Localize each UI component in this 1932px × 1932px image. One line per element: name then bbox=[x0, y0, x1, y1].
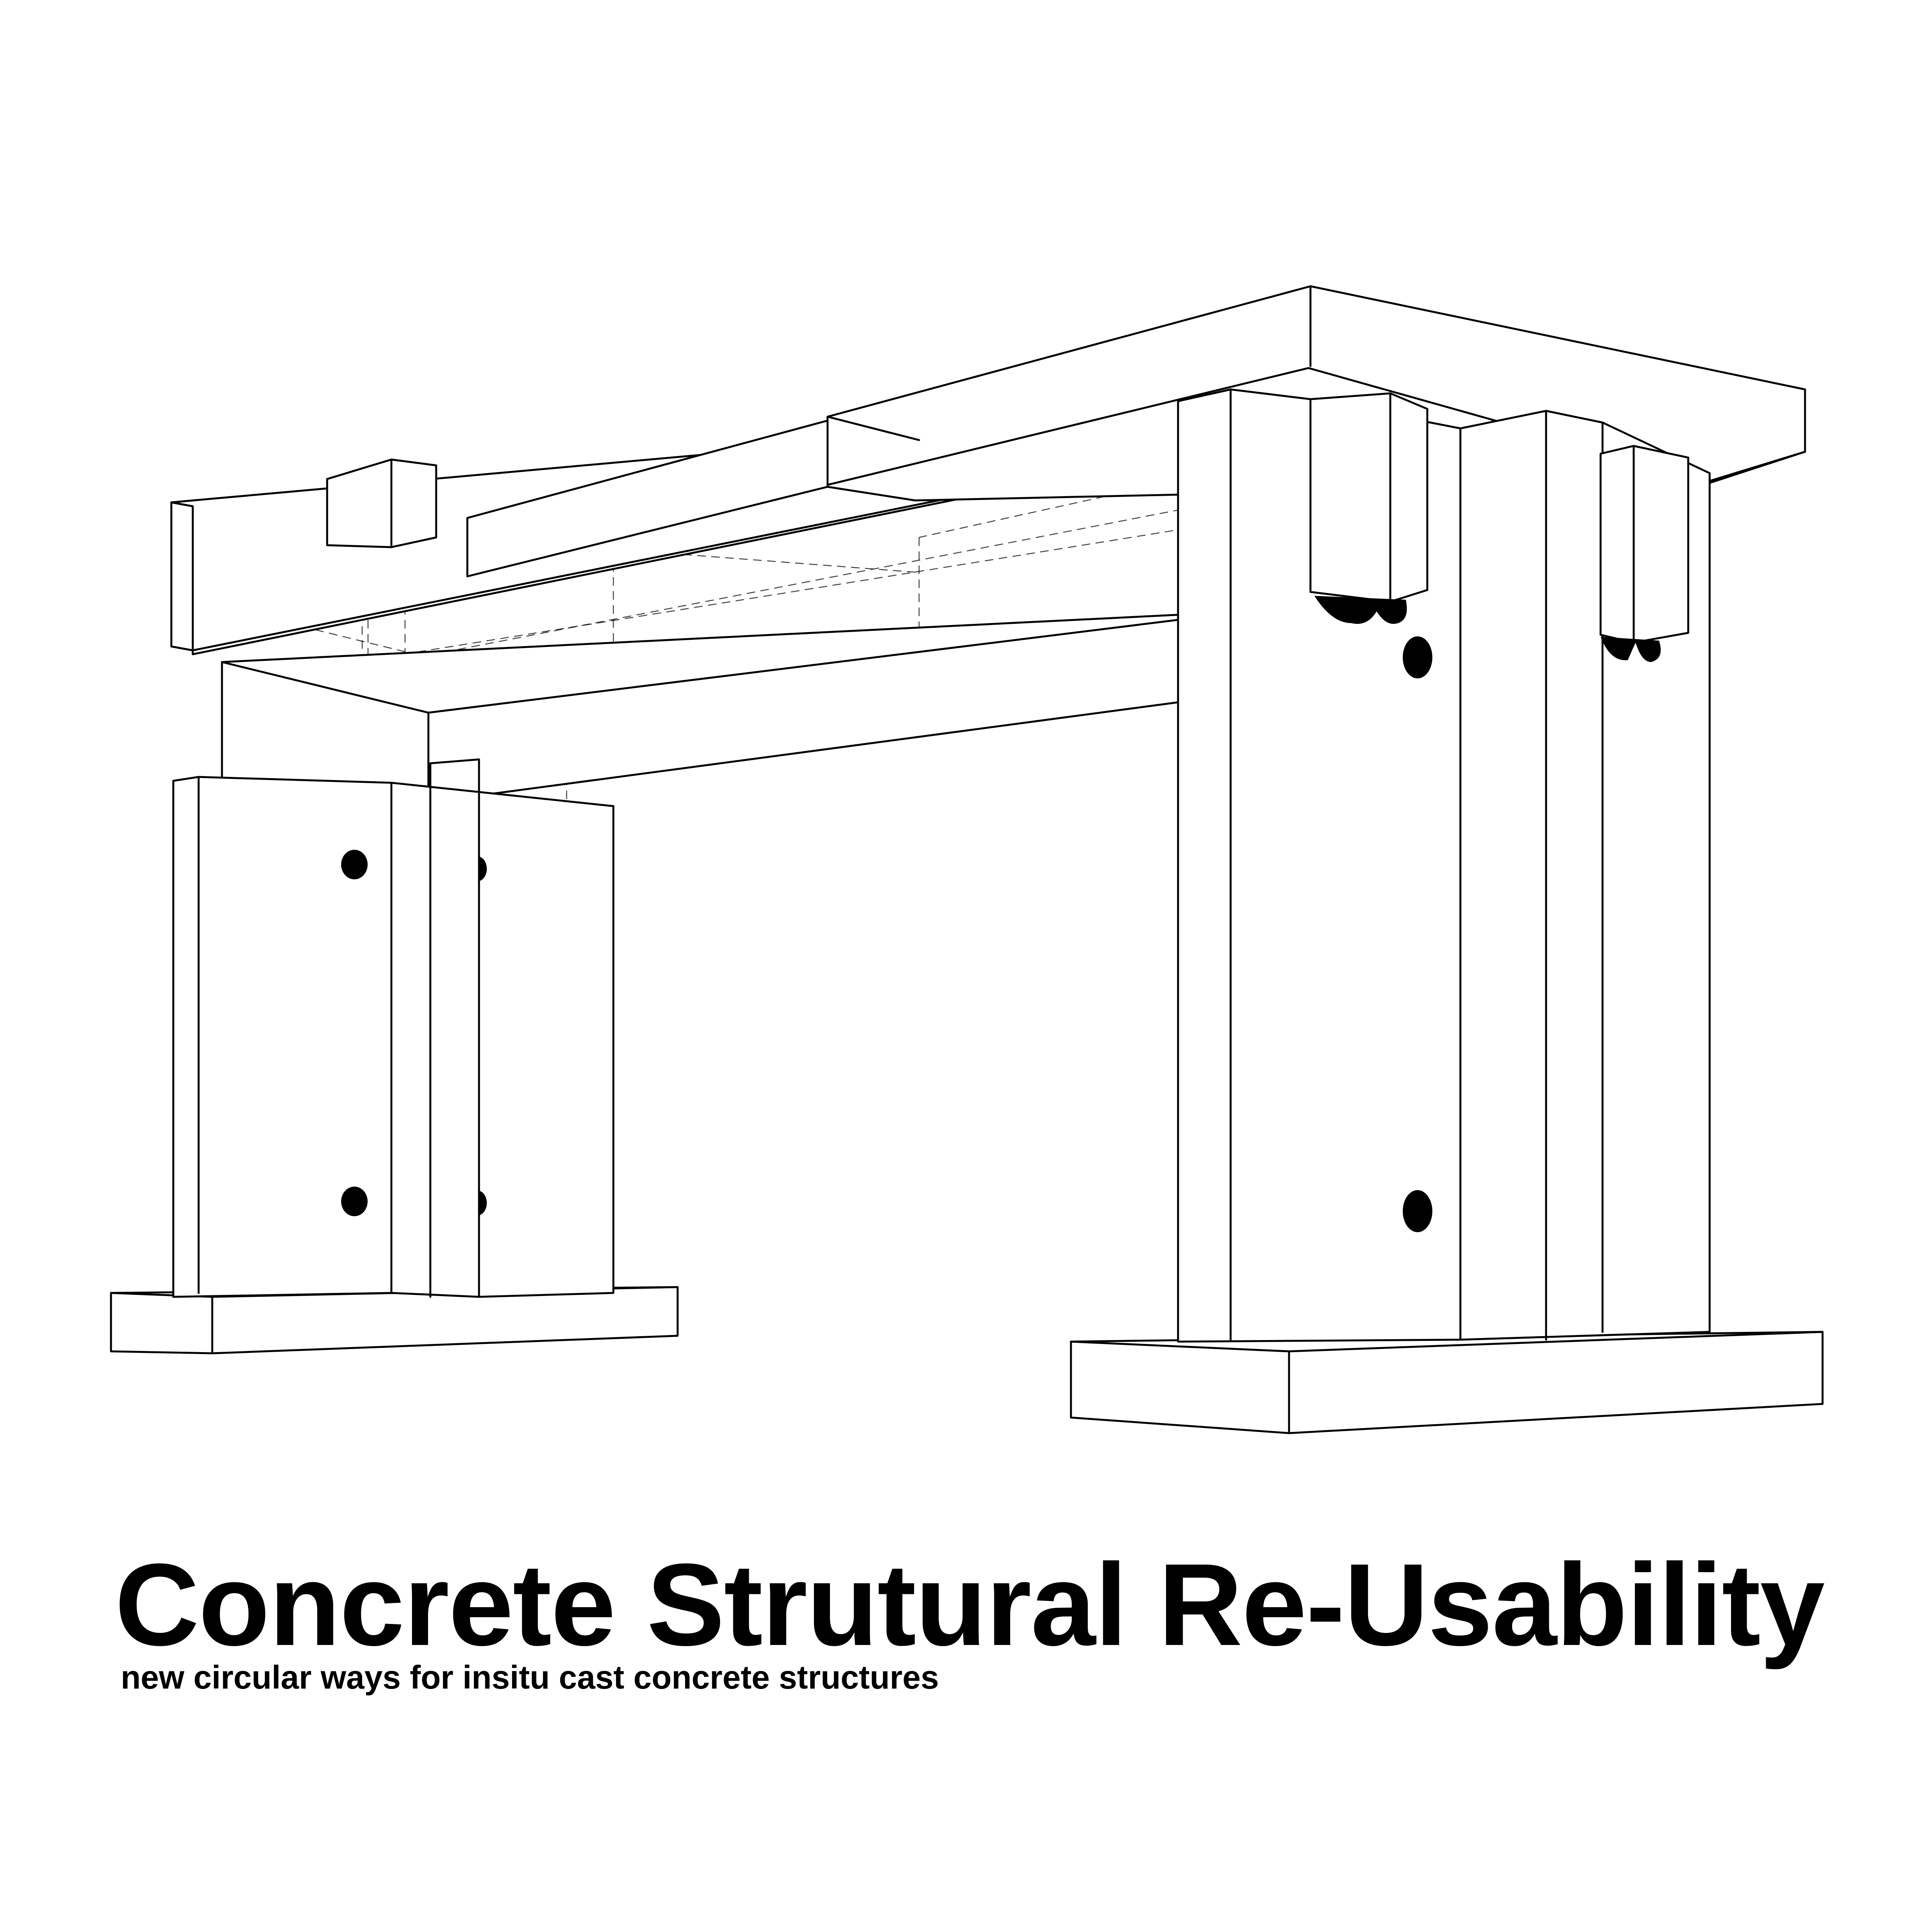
right-footing bbox=[1070, 1331, 1824, 1434]
right-corbel-2 bbox=[1599, 445, 1689, 644]
left-top-post bbox=[326, 458, 437, 548]
right-corbel-1 bbox=[1309, 392, 1428, 603]
page-title: Concrete Strutural Re-Usability bbox=[115, 1539, 1825, 1670]
bolt-markers bbox=[341, 596, 1661, 1232]
left-column bbox=[172, 758, 615, 1298]
main-beam-lower bbox=[221, 610, 1247, 803]
page-subtitle: new circular ways for insitu cast concre… bbox=[121, 1659, 939, 1696]
